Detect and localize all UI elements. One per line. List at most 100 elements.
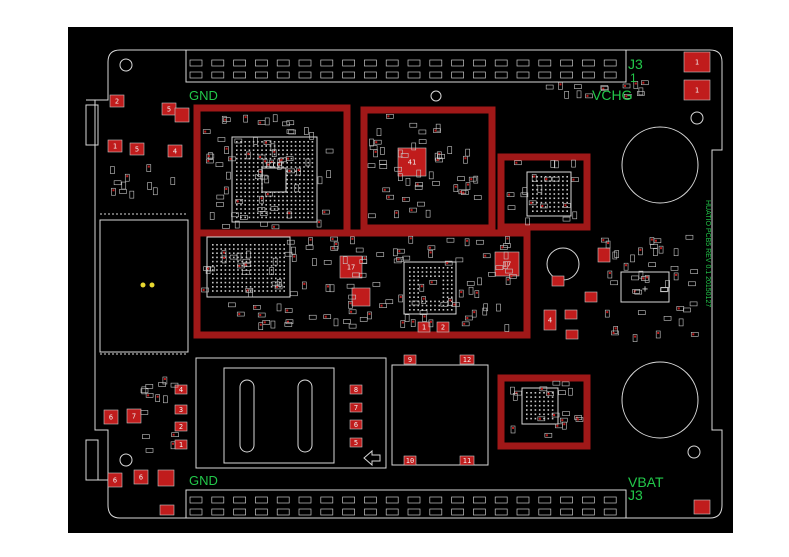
passive-component [386,194,395,200]
bga-ball [430,304,432,307]
bga-ball [279,244,281,246]
bga-ball [279,290,281,292]
passive-component [145,393,154,398]
header-pin [560,59,573,67]
bga-ball [275,269,277,271]
passive-component [291,254,297,262]
bga-ball [237,290,239,292]
passive-pad [410,209,413,212]
passive-pad [397,258,400,261]
component-pad [436,321,450,333]
passive-pad [278,163,281,166]
bga-ball [266,286,269,288]
bga-ball [534,404,537,407]
passive-component [432,181,440,186]
bga-ball [547,409,550,411]
component-pad [565,329,579,340]
bga-ball [413,292,415,294]
header-pin [385,496,399,504]
bga-ball [216,260,218,263]
bga-ball [240,183,242,185]
passive-component [322,209,330,215]
bga-ball [282,145,284,147]
passive-pad [288,169,291,172]
bga-ball [252,183,255,185]
passive-pad [287,157,290,160]
passive-pad [223,251,226,254]
passive-component [575,417,584,422]
bga-ball [240,162,242,164]
passive-pad [530,201,533,204]
bga-ball [299,174,301,177]
passive-component [382,187,391,193]
passive-component [522,187,528,195]
bga-ball [421,300,424,303]
bga-ball [290,174,293,177]
bga-ball [294,170,297,172]
passive-component [224,146,229,154]
passive-component [221,115,227,124]
passive-pad [270,161,273,164]
passive-component [641,80,649,86]
bga-ball [236,149,238,151]
passive-component [288,129,296,135]
bga-ball [307,178,309,181]
bga-ball [244,183,246,185]
bga-ball [228,269,231,271]
bga-ball [248,149,251,151]
passive-pad [624,84,627,87]
bga-ball [216,269,218,271]
bga-ball [278,195,280,198]
bga-ball [409,292,411,294]
bga-ball [241,286,243,288]
bga-ball [430,271,432,273]
passive-component [572,211,578,220]
bga-ball [212,269,214,271]
bga-ball [233,269,235,271]
passive-pad [331,247,334,250]
bga-ball [425,309,428,311]
bga-ball [451,275,453,277]
passive-pad [553,414,556,417]
bga-ball [409,288,411,290]
bga-ball [446,300,449,303]
passive-pad [207,267,210,270]
passive-component [287,168,295,174]
bga-ball [526,413,528,416]
bga-ball [262,265,264,267]
passive-component [507,205,516,210]
passive-pad [399,295,402,298]
component-ref: 1 [113,143,117,151]
bga-ball [236,183,238,185]
bga-ball [237,244,239,246]
passive-component [257,154,266,160]
bga-ball [526,400,528,403]
passive-component [284,322,293,327]
bga-ball [270,269,273,271]
passive-component [448,298,453,306]
bga-ball [311,178,314,181]
passive-component [285,319,294,325]
passive-pad [541,204,544,207]
component-pad [349,419,363,430]
passive-component [644,275,650,283]
bga-ball [249,248,252,250]
battery-holder-top [621,126,699,204]
bga-ball [547,404,550,407]
antenna-pad [140,282,146,288]
bga-ball [220,244,222,246]
bga-ball [258,277,260,280]
bga-ball [245,273,248,275]
bga-ball [275,277,277,280]
passive-pad [266,193,269,196]
bga-ball [275,260,277,263]
bga-ball [258,281,260,284]
bga-ball [257,153,259,156]
component-ref: 17 [503,261,511,269]
header-pin [342,71,355,79]
bga-ball [311,153,314,156]
header-pin [451,496,464,504]
bga-ball [532,193,534,195]
bga-ball [258,286,260,288]
